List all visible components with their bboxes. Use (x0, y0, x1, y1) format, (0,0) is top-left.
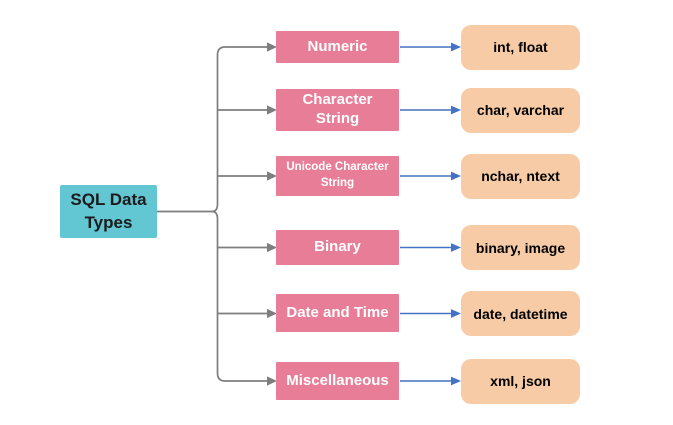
gray-arrowhead-unicode-character-string (267, 171, 277, 181)
gray-arrowhead-date-and-time (267, 308, 277, 319)
blue-arrowhead-miscellaneous (451, 376, 461, 386)
gray-arrowhead-binary (267, 242, 277, 253)
types-node-date-and-time: date, datetime (461, 291, 580, 336)
category-node-character-string: Character String (276, 89, 399, 131)
category-node-numeric: Numeric (276, 31, 399, 63)
blue-arrowhead-unicode-character-string (451, 171, 461, 181)
blue-arrowhead-date-and-time (451, 309, 461, 318)
root-node-sql-data-types: SQL Data Types (60, 185, 157, 238)
types-node-miscellaneous: xml, json (461, 358, 580, 404)
category-node-binary: Binary (276, 230, 399, 265)
gray-arrowhead-miscellaneous (267, 376, 277, 386)
tree-connector-upper (155, 46, 268, 213)
category-node-date-and-time: Date and Time (276, 294, 399, 332)
types-node-character-string: char, varchar (461, 87, 580, 133)
types-node-unicode-character-string: nchar, ntext (461, 153, 580, 199)
gray-arrowhead-character-string (267, 105, 277, 115)
blue-arrowhead-binary (451, 243, 461, 252)
blue-arrowhead-numeric (451, 42, 461, 52)
gray-arrowhead-numeric (267, 42, 277, 52)
category-node-miscellaneous: Miscellaneous (276, 362, 399, 400)
tree-connector-lower (211, 210, 268, 382)
types-node-binary: binary, image (461, 225, 580, 270)
types-node-numeric: int, float (461, 24, 580, 70)
category-node-unicode-character-string: Unicode Character String (276, 156, 399, 196)
blue-arrowhead-character-string (451, 105, 461, 115)
